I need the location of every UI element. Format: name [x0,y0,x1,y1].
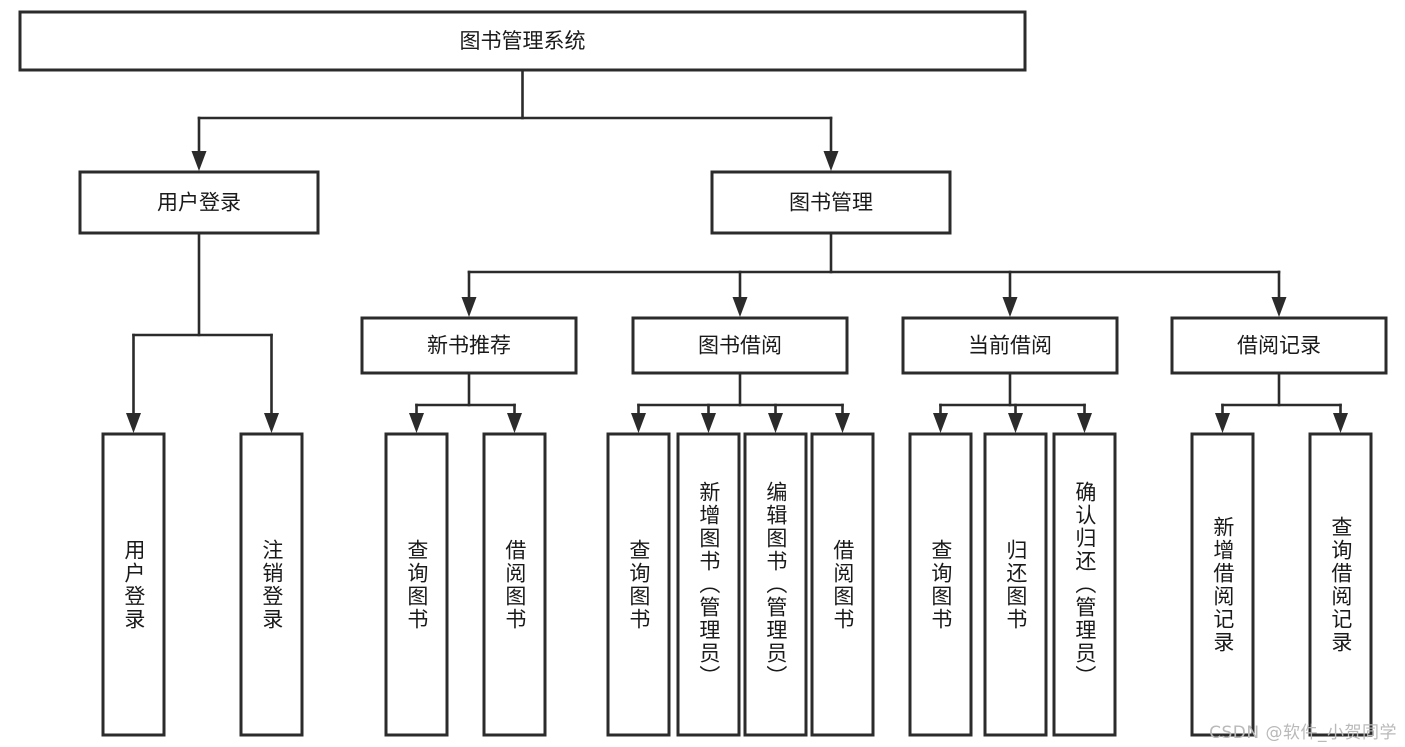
node-box-leaf-query-book-1[interactable] [384,432,449,737]
node-box-borrow-record[interactable] [1170,316,1388,375]
arrow-to-leaf-return-book [1008,413,1023,433]
node-box-leaf-add-book[interactable] [676,432,741,737]
node-box-leaf-borrow-book-1[interactable] [482,432,547,737]
arrow-to-leaf-query-book-3 [933,413,948,433]
node-box-leaf-user-login[interactable] [101,432,166,737]
arrow-to-leaf-add-record [1215,413,1230,433]
node-label-new-book-rec: 新书推荐 [427,334,511,358]
arrow-to-book-manage [823,151,839,171]
node-box-leaf-edit-book[interactable] [743,432,808,737]
node-box-leaf-logout[interactable] [239,432,304,737]
node-box-book-borrow[interactable] [631,316,849,375]
node-box-leaf-query-record[interactable] [1308,432,1373,737]
arrow-to-leaf-edit-book [768,413,783,433]
node-box-leaf-add-record[interactable] [1190,432,1255,737]
node-box-leaf-query-book-2[interactable] [606,432,671,737]
node-box-current-borrow[interactable] [901,316,1119,375]
arrow-to-current-borrow [1002,297,1018,317]
boxes-layer [18,10,1388,737]
arrow-to-leaf-query-book-2 [631,413,646,433]
arrow-to-book-borrow [732,297,748,317]
arrow-to-leaf-query-record [1333,413,1348,433]
node-label-title: 图书管理系统 [460,29,586,53]
arrow-to-new-book-rec [461,297,477,317]
arrow-to-user-login [191,151,207,171]
node-box-leaf-query-book-3[interactable] [908,432,973,737]
node-box-user-login[interactable] [78,170,320,235]
node-label-current-borrow: 当前借阅 [968,334,1052,358]
arrow-to-leaf-confirm-return [1077,413,1092,433]
arrow-to-leaf-borrow-book-1 [507,413,522,433]
connectors-layer [126,68,1348,433]
node-label-book-manage: 图书管理 [789,191,873,215]
arrow-to-leaf-user-login [126,413,141,433]
node-box-new-book-rec[interactable] [360,316,578,375]
node-label-borrow-record: 借阅记录 [1237,334,1321,358]
node-box-leaf-confirm-return[interactable] [1052,432,1117,737]
watermark-text: CSDN @软件_小贺同学 [1209,723,1397,743]
arrow-to-leaf-query-book-1 [409,413,424,433]
arrow-to-leaf-borrow-book-2 [835,413,850,433]
arrow-to-borrow-record [1271,297,1287,317]
node-box-title[interactable] [18,10,1027,72]
arrow-to-leaf-logout [264,413,279,433]
node-box-book-manage[interactable] [710,170,952,235]
node-label-book-borrow: 图书借阅 [698,334,782,358]
node-label-user-login: 用户登录 [157,191,241,215]
arrow-to-leaf-add-book [701,413,716,433]
node-box-leaf-borrow-book-2[interactable] [810,432,875,737]
node-box-leaf-return-book[interactable] [983,432,1048,737]
